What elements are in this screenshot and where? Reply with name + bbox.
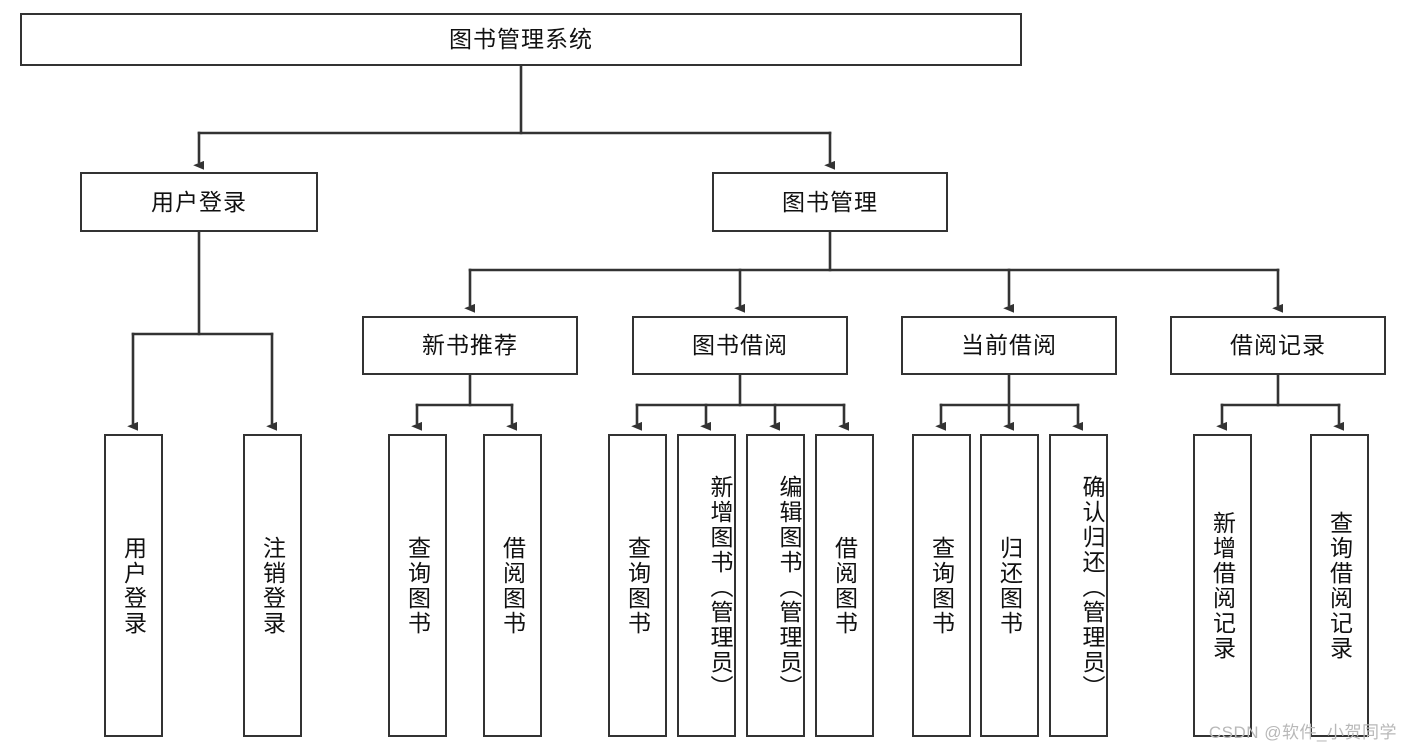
node-leaf-query-book-1-label: 查询图书: [404, 535, 431, 636]
node-leaf-confirm-return[interactable]: 确认归还（管理员）: [1049, 434, 1108, 737]
node-leaf-query-book-2-label: 查询图书: [624, 535, 651, 636]
node-book-manage[interactable]: 图书管理: [712, 172, 948, 232]
node-new-book-recommend[interactable]: 新书推荐: [362, 316, 578, 375]
node-leaf-query-book-1[interactable]: 查询图书: [388, 434, 447, 737]
node-leaf-borrow-book-1[interactable]: 借阅图书: [483, 434, 542, 737]
node-root[interactable]: 图书管理系统: [20, 13, 1022, 66]
node-leaf-return-book-label: 归还图书: [996, 535, 1023, 636]
node-leaf-query-book-3[interactable]: 查询图书: [912, 434, 971, 737]
node-leaf-borrow-book-1-label: 借阅图书: [499, 535, 526, 636]
node-leaf-return-book[interactable]: 归还图书: [980, 434, 1039, 737]
node-user-login-label: 用户登录: [151, 188, 247, 215]
node-leaf-add-record[interactable]: 新增借阅记录: [1193, 434, 1252, 737]
node-new-book-recommend-label: 新书推荐: [422, 332, 518, 358]
node-borrow-record[interactable]: 借阅记录: [1170, 316, 1386, 375]
node-leaf-confirm-return-label: 确认归还（管理员）: [1079, 475, 1105, 700]
node-leaf-edit-book-label: 编辑图书（管理员）: [776, 475, 802, 700]
node-book-borrow[interactable]: 图书借阅: [632, 316, 848, 375]
node-leaf-user-login[interactable]: 用户登录: [104, 434, 163, 737]
node-leaf-query-book-3-label: 查询图书: [928, 535, 955, 636]
node-leaf-query-record[interactable]: 查询借阅记录: [1310, 434, 1369, 737]
node-leaf-query-record-label: 查询借阅记录: [1326, 510, 1353, 661]
node-leaf-add-book[interactable]: 新增图书（管理员）: [677, 434, 736, 737]
node-root-label: 图书管理系统: [449, 26, 593, 52]
node-leaf-add-book-label: 新增图书（管理员）: [707, 475, 733, 700]
node-current-borrow-label: 当前借阅: [961, 332, 1057, 358]
node-leaf-user-login-label: 用户登录: [120, 535, 147, 636]
node-user-login[interactable]: 用户登录: [80, 172, 318, 232]
node-current-borrow[interactable]: 当前借阅: [901, 316, 1117, 375]
node-leaf-borrow-book-2-label: 借阅图书: [831, 535, 858, 636]
watermark: CSDN @软件_小贺同学: [1208, 723, 1397, 742]
node-leaf-borrow-book-2[interactable]: 借阅图书: [815, 434, 874, 737]
node-book-borrow-label: 图书借阅: [692, 332, 788, 358]
node-borrow-record-label: 借阅记录: [1230, 332, 1326, 358]
node-leaf-logout-label: 注销登录: [259, 535, 286, 636]
node-leaf-edit-book[interactable]: 编辑图书（管理员）: [746, 434, 805, 737]
node-book-manage-label: 图书管理: [782, 188, 878, 215]
node-leaf-query-book-2[interactable]: 查询图书: [608, 434, 667, 737]
node-leaf-add-record-label: 新增借阅记录: [1209, 510, 1236, 661]
node-leaf-logout[interactable]: 注销登录: [243, 434, 302, 737]
